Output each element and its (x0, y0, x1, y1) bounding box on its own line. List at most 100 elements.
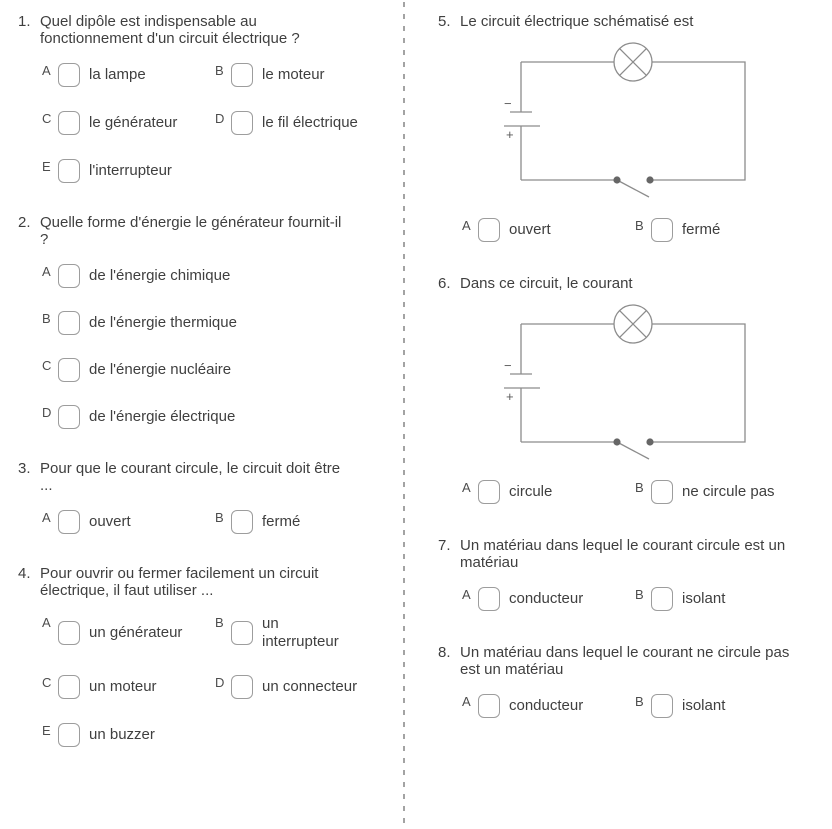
option-2a: A de l'énergie chimique (42, 264, 404, 288)
option-letter: B (635, 480, 644, 495)
column-divider (403, 2, 405, 829)
option-8b: B isolant (635, 694, 830, 718)
question-number: 4. (18, 565, 31, 582)
option-5a: A ouvert (462, 218, 635, 242)
option-letter: B (215, 615, 224, 630)
option-label: conducteur (509, 590, 584, 607)
answer-checkbox[interactable] (231, 111, 253, 135)
option-letter: D (215, 111, 225, 126)
answer-checkbox[interactable] (478, 587, 500, 611)
option-6b: B ne circule pas (635, 480, 830, 504)
option-2d: D de l'énergie électrique (42, 405, 404, 429)
option-letter: B (215, 63, 224, 78)
answer-checkbox[interactable] (58, 159, 80, 183)
question-number: 5. (438, 13, 451, 30)
answer-checkbox[interactable] (231, 510, 253, 534)
option-label: fermé (262, 513, 301, 530)
answer-checkbox[interactable] (651, 218, 673, 242)
option-1e: E l'interrupteur (42, 159, 215, 183)
option-letter: B (635, 694, 644, 709)
battery-minus-label: − (504, 358, 512, 373)
question-3: 3. Pour que le courant circule, le circu… (18, 460, 404, 534)
answer-checkbox[interactable] (651, 587, 673, 611)
answer-checkbox[interactable] (478, 218, 500, 242)
option-letter: A (42, 510, 51, 525)
lamp-icon (613, 304, 653, 344)
option-letter: A (462, 218, 471, 233)
option-label: de l'énergie thermique (89, 314, 237, 331)
open-switch-icon (616, 441, 650, 460)
option-letter: A (42, 615, 51, 630)
open-switch-icon (616, 179, 650, 198)
option-letter: B (635, 587, 644, 602)
option-1c: C le générateur (42, 111, 215, 135)
option-1b: B le moteur (215, 63, 404, 87)
option-6a: A circule (462, 480, 635, 504)
option-2c: C de l'énergie nucléaire (42, 358, 404, 382)
battery-minus-label: − (504, 96, 512, 111)
option-label: le fil électrique (262, 114, 358, 131)
option-label: fermé (682, 221, 721, 238)
answer-checkbox[interactable] (231, 675, 253, 699)
answer-checkbox[interactable] (58, 675, 80, 699)
question-7: 7. Un matériau dans lequel le courant ci… (438, 537, 830, 611)
option-letter: D (215, 675, 225, 690)
answer-checkbox[interactable] (651, 480, 673, 504)
lamp-icon (613, 42, 653, 82)
option-4c: C un moteur (42, 675, 215, 699)
answer-checkbox[interactable] (231, 63, 253, 87)
question-6: 6. Dans ce circuit, le courant (438, 275, 830, 504)
option-label: l'interrupteur (89, 162, 172, 179)
question-number: 8. (438, 644, 451, 661)
option-4a: A un générateur (42, 615, 215, 651)
option-label: un connecteur (262, 678, 358, 695)
answer-checkbox[interactable] (58, 621, 80, 645)
answer-checkbox[interactable] (478, 694, 500, 718)
question-number: 3. (18, 460, 31, 477)
option-label: de l'énergie électrique (89, 408, 236, 425)
option-letter: D (42, 405, 52, 420)
question-1: 1. Quel dipôle est indispensable au fonc… (18, 13, 404, 183)
option-label: un interrupteur (262, 615, 339, 650)
answer-checkbox[interactable] (58, 358, 80, 382)
option-4e: E un buzzer (42, 723, 215, 747)
option-7a: A conducteur (462, 587, 635, 611)
answer-checkbox[interactable] (58, 405, 80, 429)
option-4b: B un interrupteur (215, 615, 404, 651)
option-label: un buzzer (89, 726, 155, 743)
option-letter: C (42, 675, 52, 690)
answer-checkbox[interactable] (58, 723, 80, 747)
question-number: 1. (18, 13, 31, 30)
answer-checkbox[interactable] (651, 694, 673, 718)
option-8a: A conducteur (462, 694, 635, 718)
option-letter: A (462, 694, 471, 709)
answer-checkbox[interactable] (58, 63, 80, 87)
option-3a: A ouvert (42, 510, 215, 534)
question-number: 2. (18, 214, 31, 231)
option-letter: B (635, 218, 644, 233)
option-3b: B fermé (215, 510, 404, 534)
circuit-diagram: − + (504, 42, 746, 198)
switch-contact-dots (613, 438, 654, 446)
battery-plus-label: + (506, 389, 514, 404)
option-letter: A (462, 480, 471, 495)
question-4: 4. Pour ouvrir ou fermer facilement un c… (18, 565, 404, 747)
right-column: 5. Le circuit électrique schématisé est (438, 13, 830, 751)
option-label: de l'énergie chimique (89, 267, 231, 284)
option-label: ne circule pas (682, 483, 775, 500)
question-number: 6. (438, 275, 451, 292)
answer-checkbox[interactable] (58, 264, 80, 288)
answer-checkbox[interactable] (58, 111, 80, 135)
option-label: ouvert (89, 513, 131, 530)
question-number: 7. (438, 537, 451, 554)
question-8: 8. Un matériau dans lequel le courant ne… (438, 644, 830, 718)
answer-checkbox[interactable] (58, 311, 80, 335)
answer-checkbox[interactable] (231, 621, 253, 645)
question-text: Le circuit électrique schématisé est (460, 13, 694, 30)
answer-checkbox[interactable] (58, 510, 80, 534)
question-text: Quelle forme d'énergie le générateur fou… (40, 214, 342, 248)
answer-checkbox[interactable] (478, 480, 500, 504)
battery-plus-label: + (506, 127, 514, 142)
option-1a: A la lampe (42, 63, 215, 87)
question-text: Quel dipôle est indispensable au fonctio… (40, 13, 300, 47)
